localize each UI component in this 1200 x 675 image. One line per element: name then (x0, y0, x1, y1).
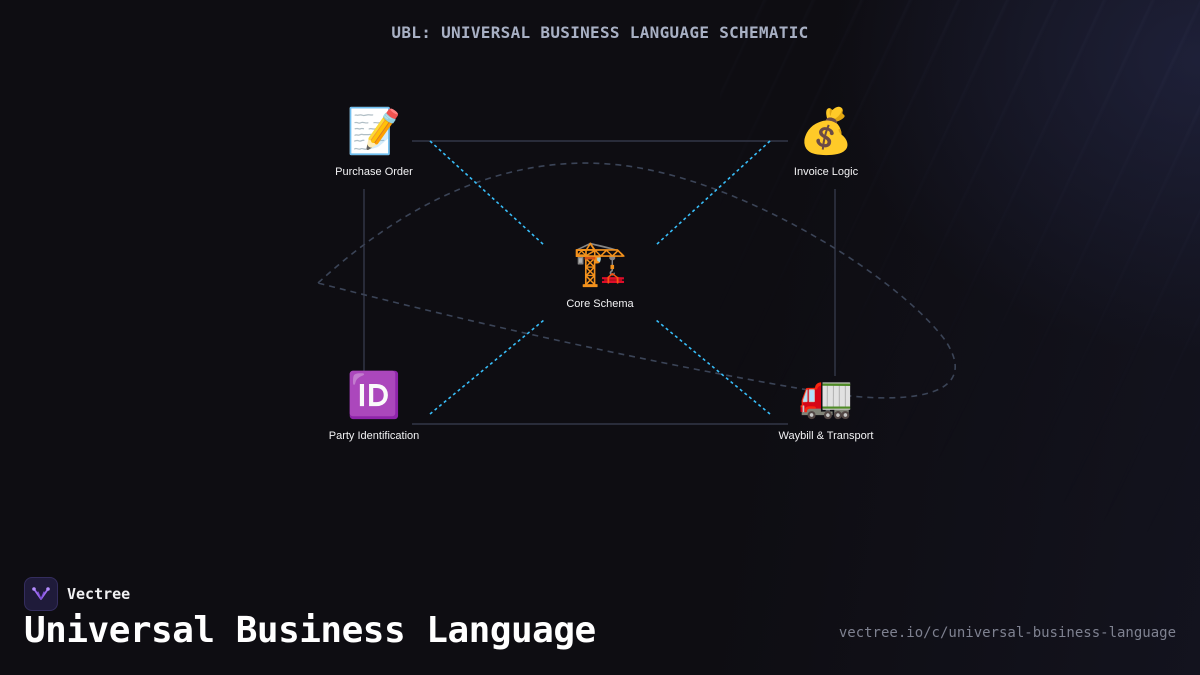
brand[interactable]: Vectree (24, 577, 130, 611)
page-title: Universal Business Language (24, 610, 596, 651)
node-label: Core Schema (566, 298, 634, 310)
node-label: Purchase Order (335, 166, 413, 178)
link-purchase-order-core (429, 140, 545, 246)
link-invoice-core (655, 140, 771, 246)
node-party-identification: 🆔 Party Identification (284, 370, 464, 442)
node-core-schema: 🏗️ Core Schema (510, 238, 690, 310)
node-label: Party Identification (328, 430, 420, 442)
node-label: Waybill & Transport (778, 430, 874, 442)
node-waybill-transport: 🚛 Waybill & Transport (736, 370, 916, 442)
id-icon: 🆔 (346, 370, 402, 421)
delivery-truck-icon: 🚛 (798, 370, 854, 421)
memo-icon: 📝 (346, 106, 402, 157)
node-label: Invoice Logic (793, 166, 859, 178)
money-bag-icon: 💰 (798, 106, 854, 157)
link-waybill-core (655, 319, 771, 415)
node-invoice-logic: 💰 Invoice Logic (736, 106, 916, 178)
orbit-path (317, 162, 956, 399)
vectree-logo-icon (24, 577, 58, 611)
brand-name: Vectree (67, 585, 131, 603)
node-purchase-order: 📝 Purchase Order (284, 106, 464, 178)
link-party-core (429, 319, 545, 415)
background-rays (720, 0, 1200, 600)
diagram-title: UBL: UNIVERSAL BUSINESS LANGUAGE SCHEMAT… (391, 23, 809, 42)
construction-crane-icon: 🏗️ (572, 238, 628, 289)
page-url-link[interactable]: vectree.io/c/universal-business-language (838, 625, 1176, 641)
